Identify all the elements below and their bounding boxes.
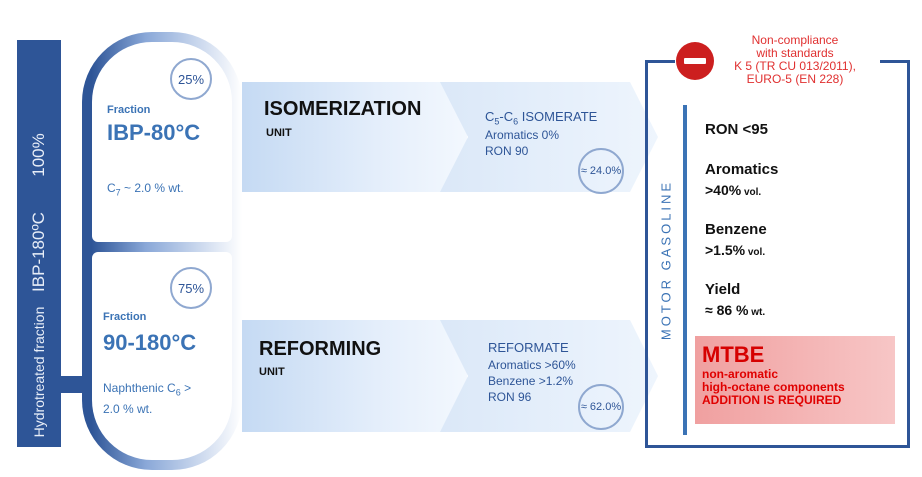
hydrotreated-fraction-bar: 100% IBP-180ºC Hydrotreated fraction <box>17 40 61 447</box>
isomerization-unit-subtitle: UNIT <box>266 127 292 139</box>
isomerization-arrow-band <box>242 82 467 192</box>
mtbe-line: high-octane components <box>702 380 845 394</box>
fraction-range: IBP-80°C <box>107 120 201 145</box>
reforming-arrow-band <box>242 320 467 432</box>
total-percent: 100% <box>29 133 48 177</box>
isomerization-unit-title: ISOMERIZATION <box>264 98 422 120</box>
isomerate-spec: Aromatics 0% <box>485 128 560 142</box>
spec-aromatics-title: Aromatics <box>705 161 779 178</box>
fraction-note: Naphthenic C6 > 2.0 % wt. <box>103 381 192 417</box>
mtbe-line: ADDITION IS REQUIRED <box>702 393 842 407</box>
frame-top-right <box>880 60 910 63</box>
reformate-spec: Benzene >1.2% <box>488 374 574 388</box>
reformate-spec: Aromatics >60% <box>488 358 576 372</box>
fraction-range: IBP-180ºC <box>29 212 48 292</box>
motor-gasoline-label: MOTOR GASOLINE <box>658 179 674 341</box>
spec-benzene-title: Benzene <box>705 221 767 238</box>
fraction-range: 90-180°C <box>103 330 197 355</box>
mtbe-line: non-aromatic <box>702 367 779 381</box>
reformate-yield-badge: ≈ 62.0% <box>578 384 624 430</box>
fraction-share-badge: 25% <box>170 58 212 100</box>
spec-aromatics-value: >40% vol. <box>705 182 762 198</box>
isomerate-title: C5-C6 ISOMERATE <box>485 109 598 127</box>
fraction-label: Fraction <box>107 104 151 116</box>
bar-connector <box>61 376 87 393</box>
noncompliance-note: Non-compliance with standards K 5 (TR CU… <box>734 33 856 86</box>
isomerate-spec: RON 90 <box>485 144 529 158</box>
fraction-share-badge: 75% <box>170 267 212 309</box>
spec-yield-value: ≈ 86 % wt. <box>705 302 766 318</box>
fraction-caption: Hydrotreated fraction <box>31 306 47 438</box>
reforming-unit-subtitle: UNIT <box>259 366 285 378</box>
frame-top-left <box>645 60 675 63</box>
reforming-unit-title: REFORMING <box>259 338 382 360</box>
fraction-note: C7 ~ 2.0 % wt. <box>107 181 184 198</box>
reformate-title: REFORMATE <box>488 340 569 355</box>
mtbe-title: MTBE <box>702 342 765 367</box>
spec-yield-title: Yield <box>705 281 741 298</box>
spec-ron: RON <95 <box>705 121 768 138</box>
reformate-spec: RON 96 <box>488 390 532 404</box>
no-entry-icon <box>676 42 714 80</box>
fraction-label: Fraction <box>103 311 147 323</box>
spec-benzene-value: >1.5% vol. <box>705 242 766 258</box>
isomerate-yield-badge: ≈ 24.0% <box>578 148 624 194</box>
gasoline-divider <box>683 105 687 435</box>
motor-gasoline-frame <box>645 60 910 448</box>
mtbe-callout: MTBE non-aromatic high-octane components… <box>695 336 895 424</box>
